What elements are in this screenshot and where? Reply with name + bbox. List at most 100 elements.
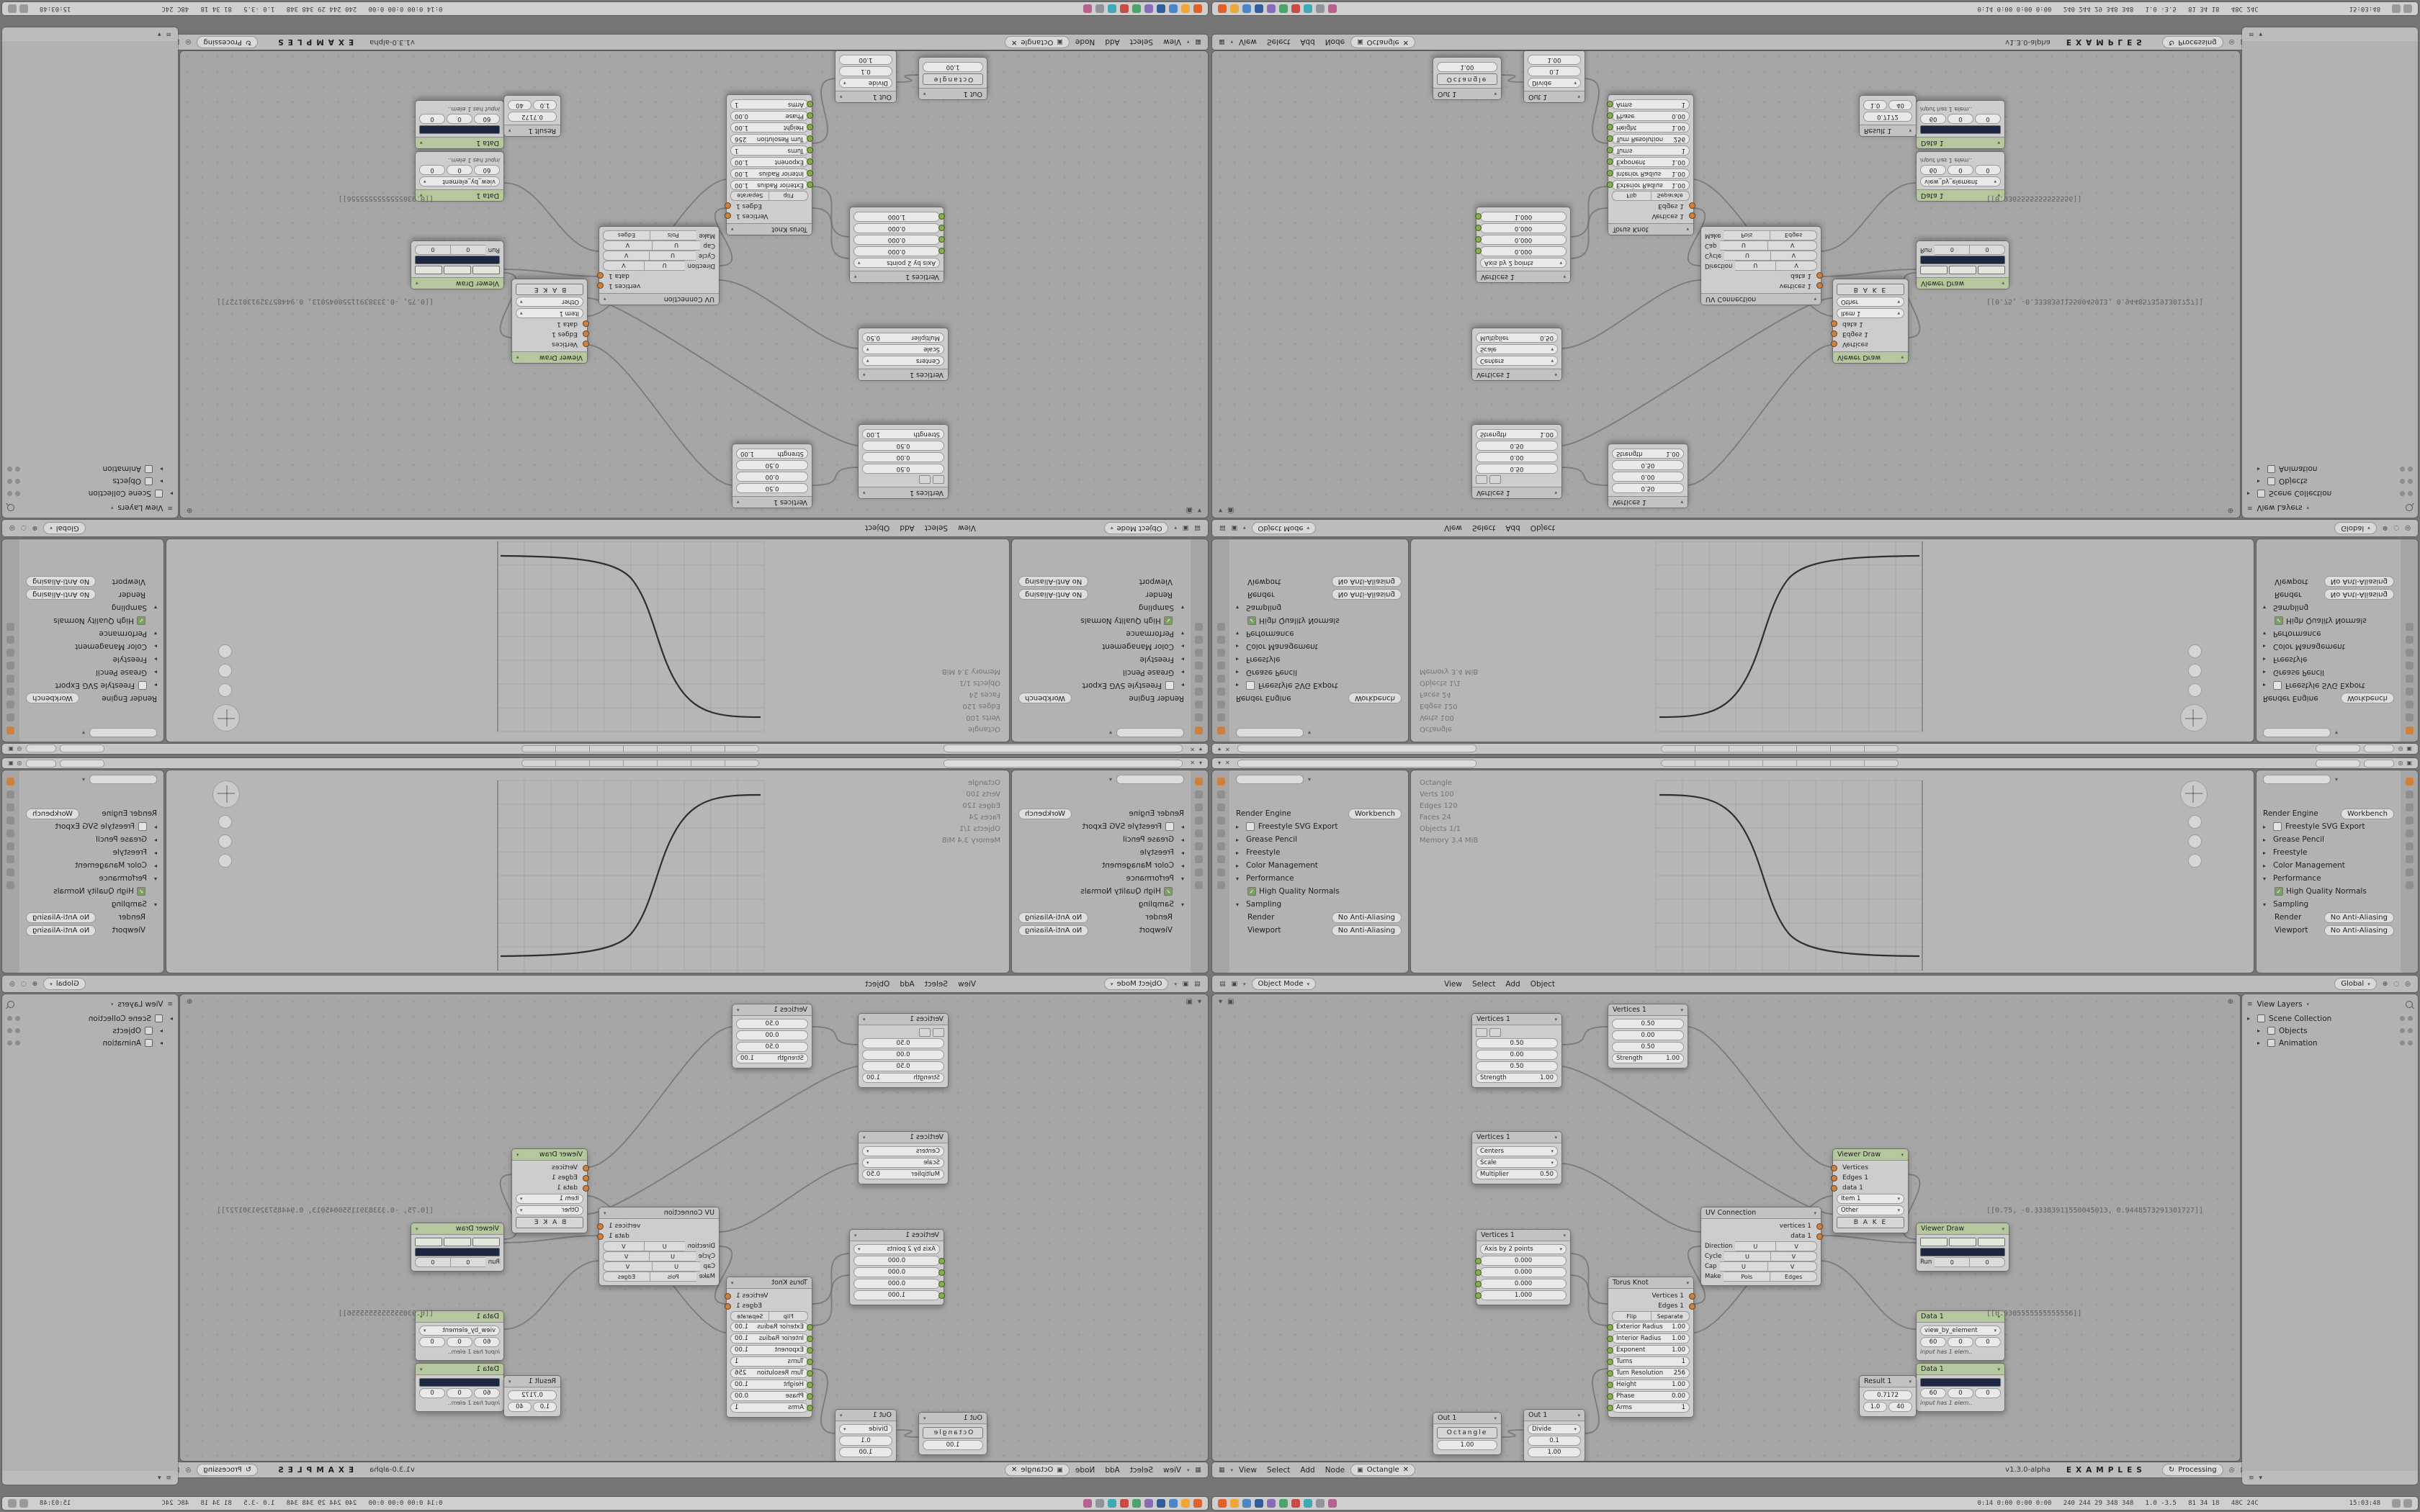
menu-item-view[interactable]: View (1444, 523, 1462, 533)
node-editor-corner-icons[interactable]: ▾▣ (1180, 506, 1201, 514)
node-title[interactable]: Viewer Draw▾ (1917, 1223, 2009, 1235)
window-close-icon[interactable]: ✕ (1190, 746, 1195, 752)
hide-icon[interactable] (15, 1016, 20, 1021)
panel-header[interactable]: ▸Grease Pencil (2263, 666, 2394, 679)
panel-header[interactable]: ▸Color Management (1236, 640, 1402, 653)
hamburger-icon[interactable]: ≡ (2247, 1001, 2253, 1008)
node-button[interactable]: B A K E (516, 284, 583, 295)
node-field[interactable]: 0.50 (1476, 464, 1558, 474)
node-field[interactable]: 0.50 (862, 1038, 944, 1048)
properties-tab-icon[interactable] (6, 662, 15, 670)
properties-tab-icon[interactable] (1216, 662, 1225, 670)
outliner-item-animation[interactable]: ▸Animation (7, 463, 173, 475)
node-dropdown[interactable]: view_by_element▾ (1920, 1326, 2001, 1336)
toggle-option[interactable]: 0 (1970, 245, 2005, 255)
hide-icon[interactable] (15, 479, 20, 484)
menu-item-select[interactable]: Select (1266, 37, 1291, 47)
panel-header[interactable]: ▸Freestyle (1018, 653, 1184, 666)
node-tree-selector[interactable]: ▣ Octangle ✕ (1004, 36, 1070, 48)
row-select[interactable]: No Anti-Aliasing (2323, 924, 2394, 936)
node-dropdown[interactable]: Other▾ (516, 1205, 583, 1215)
node-tree-selector[interactable]: ▣ Octangle ✕ (1350, 36, 1416, 48)
menu-item-object[interactable]: Object (1530, 979, 1555, 989)
window-close-icon[interactable]: ✕ (1225, 746, 1230, 752)
node-field[interactable]: 0.000 (853, 246, 940, 256)
node-field[interactable]: 1.000 (853, 1290, 940, 1300)
properties-tab-icon[interactable] (1216, 675, 1225, 683)
toggle-option[interactable]: V (602, 251, 650, 261)
camera-button[interactable] (2188, 854, 2202, 868)
node-title[interactable]: Torus Knot▾ (1608, 1277, 1693, 1289)
close-icon[interactable]: ✕ (1010, 38, 1018, 46)
panel-header[interactable]: ▸Freestyle (26, 846, 157, 859)
node-dropdown[interactable]: Scale▾ (1476, 344, 1558, 354)
proportional-edit-icon[interactable]: ◌ (2393, 524, 2400, 532)
panel-header[interactable]: ▸Color Management (1018, 640, 1184, 653)
panel-header[interactable]: ▸Freestyle (1236, 846, 1402, 859)
properties-tab-icon[interactable] (1216, 778, 1225, 786)
menu-item-object[interactable]: Object (865, 523, 890, 533)
tray-icon[interactable] (2403, 1499, 2412, 1508)
node-field[interactable]: 0 (419, 1388, 445, 1398)
menu-item-add[interactable]: Add (1105, 1465, 1120, 1475)
disclosure-triangle-icon[interactable]: ▸ (159, 1027, 163, 1034)
node-title[interactable]: UV Connection▾ (599, 293, 719, 305)
process-toggle[interactable]: ↻ Processing (2161, 1464, 2223, 1476)
color-swatch[interactable] (415, 266, 442, 274)
editor-type-icon[interactable]: ▦ (1195, 38, 1201, 46)
node-title[interactable]: Vertices 1▾ (1472, 1132, 1561, 1143)
color-swatch[interactable] (1978, 1238, 2005, 1246)
node-dropdown[interactable]: Axis by 2 points▾ (853, 1244, 940, 1254)
node-field[interactable]: 60 (474, 114, 500, 124)
taskbar-app-icon[interactable] (1279, 4, 1288, 13)
node-field[interactable]: 0.00 (1476, 452, 1558, 462)
menu-item-node[interactable]: Node (1325, 1465, 1345, 1475)
render-engine-select[interactable]: Workbench (26, 808, 79, 819)
properties-search-field[interactable] (89, 775, 157, 784)
pin-icon[interactable]: ◎ (2228, 1466, 2235, 1474)
menu-item-select[interactable]: Select (1471, 979, 1496, 989)
taskbar-app-icon[interactable] (1144, 4, 1153, 13)
workspace-tab[interactable] (1796, 760, 1831, 767)
node-field[interactable]: 60 (474, 1388, 500, 1398)
hide-icon[interactable] (2400, 1040, 2405, 1045)
properties-tab-icon[interactable] (6, 726, 15, 734)
hamburger-icon[interactable]: ≡ (167, 504, 173, 511)
close-icon[interactable]: ✕ (1010, 1466, 1018, 1474)
tray-icon[interactable] (19, 4, 28, 13)
toggle-option[interactable]: V (1770, 251, 1818, 261)
node-field[interactable]: 1.0 (1863, 1402, 1887, 1412)
curve-object[interactable] (1659, 793, 1920, 958)
color-swatch[interactable] (415, 256, 500, 264)
node-field[interactable]: 0.50 (1476, 441, 1558, 451)
process-toggle[interactable]: ↻ Processing (197, 36, 259, 48)
node-dropdown[interactable]: Item 1▾ (1837, 1194, 1904, 1204)
workspace-tab[interactable] (1695, 745, 1729, 752)
grid-icon[interactable]: ▣ (2406, 760, 2412, 766)
properties-tab-icon[interactable] (1216, 829, 1225, 837)
properties-tab-icon[interactable] (6, 842, 15, 850)
node-field[interactable]: 40 (1888, 100, 1912, 110)
properties-tab-icon[interactable] (6, 778, 15, 786)
node-field[interactable]: 0.000 (853, 235, 940, 245)
toggle-option[interactable]: U (1735, 1241, 1777, 1251)
pin-icon[interactable]: ◎ (185, 38, 192, 46)
